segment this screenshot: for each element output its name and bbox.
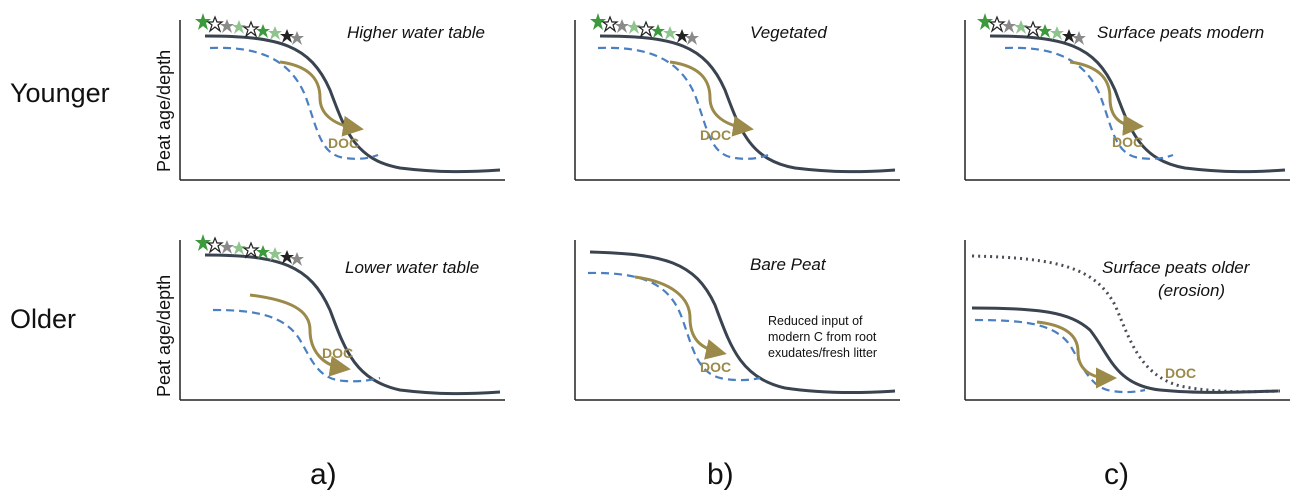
note-line-3: exudates/fresh litter bbox=[768, 346, 877, 360]
y-axis-label: Peat age/depth bbox=[154, 50, 174, 172]
vegetation-icon bbox=[589, 12, 700, 46]
column-label-b: b) bbox=[707, 458, 734, 491]
doc-label: DOC bbox=[1165, 365, 1196, 381]
column-label-a: a) bbox=[310, 458, 337, 491]
note-line-1: Reduced input of bbox=[768, 314, 863, 328]
doc-arrow bbox=[279, 60, 364, 137]
doc-label: DOC bbox=[700, 127, 731, 143]
panel-b-bottom: DOC Bare Peat Reduced input of modern C … bbox=[574, 240, 900, 401]
panel-title-line-2: (erosion) bbox=[1158, 281, 1225, 300]
panel-title: Lower water table bbox=[345, 258, 479, 277]
doc-arrow bbox=[1036, 320, 1117, 389]
panel-b-top: DOC Vegetated bbox=[574, 12, 900, 181]
dashed-curve bbox=[212, 308, 381, 383]
panel-c-bottom: DOC Surface peats older (erosion) bbox=[964, 240, 1290, 401]
doc-arrow bbox=[249, 293, 351, 377]
dashed-curve bbox=[209, 46, 379, 160]
y-axis-label: Peat age/depth bbox=[154, 275, 174, 397]
solid-curve bbox=[204, 253, 501, 396]
solid-curve bbox=[589, 250, 896, 395]
panel-title-line-1: Surface peats older bbox=[1102, 258, 1251, 277]
row-label-older: Older bbox=[10, 304, 77, 334]
dashed-curve bbox=[974, 318, 1146, 394]
vegetation-icon bbox=[976, 12, 1087, 46]
solid-curve bbox=[971, 306, 1279, 394]
column-label-c: c) bbox=[1104, 458, 1129, 491]
panel-title: Higher water table bbox=[347, 23, 485, 42]
solid-curve bbox=[204, 34, 501, 174]
note-line-2: modern C from root bbox=[768, 330, 877, 344]
doc-label: DOC bbox=[322, 345, 353, 361]
doc-arrow bbox=[1069, 60, 1144, 136]
dashed-curve bbox=[597, 46, 769, 160]
doc-label: DOC bbox=[328, 135, 359, 151]
solid-curve bbox=[599, 34, 896, 174]
panel-a-bottom: Peat age/depth DOC Lower water table bbox=[154, 233, 505, 401]
vegetation-icon bbox=[194, 12, 305, 46]
doc-label: DOC bbox=[700, 359, 731, 375]
solid-curve bbox=[989, 34, 1286, 174]
doc-arrow bbox=[634, 275, 727, 360]
dotted-curve bbox=[971, 254, 1281, 394]
panel-c-top: DOC Surface peats modern bbox=[964, 12, 1290, 181]
dashed-curve bbox=[1004, 46, 1174, 160]
panel-a-top: Peat age/depth DOC Higher water table bbox=[154, 12, 505, 181]
panel-title: Bare Peat bbox=[750, 255, 827, 274]
doc-arrow bbox=[669, 60, 754, 137]
row-label-younger: Younger bbox=[10, 78, 110, 108]
panel-title: Surface peats modern bbox=[1097, 23, 1264, 42]
panel-title: Vegetated bbox=[750, 23, 827, 42]
doc-label: DOC bbox=[1112, 134, 1143, 150]
vegetation-icon bbox=[194, 233, 305, 267]
